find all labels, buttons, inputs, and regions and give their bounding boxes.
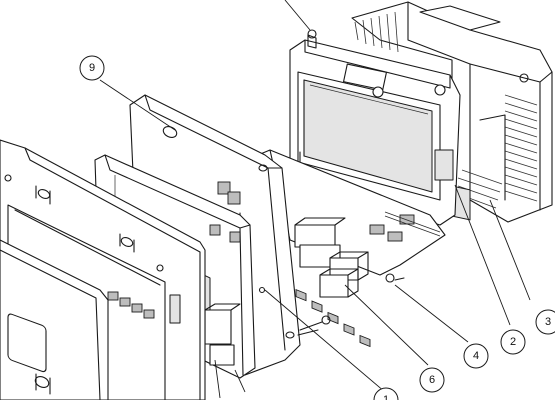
callout-3: 3 (535, 309, 555, 335)
callout-label: 2 (510, 336, 516, 348)
main-pcb (257, 149, 446, 348)
screws (299, 315, 331, 331)
callout-label: 4 (473, 350, 479, 362)
callout-1: 1 (373, 387, 399, 400)
callout-label: 1 (383, 394, 389, 400)
callout-label: 3 (545, 316, 551, 328)
callout-2: 2 (500, 329, 526, 355)
leader-lines (99, 0, 531, 399)
callout-label: 6 (429, 374, 435, 386)
front-cover (0, 239, 109, 400)
callout-6: 6 (419, 367, 445, 393)
callout-label: 9 (89, 62, 95, 74)
callout-9: 9 (79, 55, 105, 81)
callout-4: 4 (463, 343, 489, 369)
